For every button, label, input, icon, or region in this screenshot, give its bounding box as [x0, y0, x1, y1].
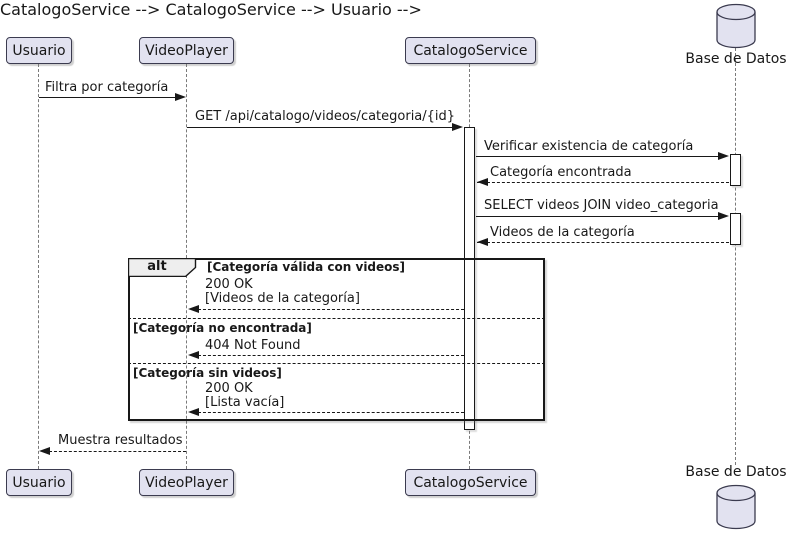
participant-database-label-bottom: Base de Datos	[685, 464, 787, 480]
message-arrow-line	[187, 127, 453, 128]
message-label: Videos de la categoría	[490, 225, 635, 240]
message-label: GET /api/catalogo/videos/categoria/{id}	[195, 109, 456, 124]
arrowhead-right-icon	[175, 93, 186, 101]
message-label: 404 Not Found	[205, 338, 301, 353]
message-label: [Videos de la categoría]	[205, 291, 360, 306]
alt-divider-2	[128, 363, 545, 364]
return-arrow-line	[477, 242, 729, 243]
arrowhead-right-icon	[718, 212, 729, 220]
alt-divider-1	[128, 318, 545, 319]
arrowhead-left-icon	[477, 178, 488, 186]
return-arrow-line	[198, 355, 464, 356]
message-label: Verificar existencia de categoría	[484, 139, 694, 154]
database-icon-bottom	[716, 484, 756, 530]
return-arrow-line	[198, 309, 464, 310]
message-arrow-line	[476, 216, 719, 217]
message-label: [Lista vacía]	[205, 395, 285, 410]
arrowhead-left-icon	[188, 305, 199, 313]
return-arrow-line	[198, 412, 464, 413]
lifeline-base-de-datos	[735, 48, 736, 465]
activation-bar-catalogoservice	[464, 127, 475, 430]
message-arrow-line	[39, 97, 176, 98]
participant-catalogoservice-top: CatalogoService	[405, 37, 536, 64]
arrowhead-left-icon	[188, 351, 199, 359]
activation-bar-database-2	[730, 213, 741, 245]
alt-operator-label: alt	[147, 259, 167, 274]
lifeline-usuario	[38, 64, 39, 469]
message-label: Categoría encontrada	[490, 165, 632, 180]
message-label: SELECT videos JOIN video_categoria	[484, 198, 719, 213]
alt-guard-1: [Categoría válida con videos]	[207, 260, 406, 274]
participant-catalogoservice-bottom: CatalogoService	[405, 469, 536, 496]
alt-fragment-frame	[128, 258, 545, 421]
participant-usuario-top: Usuario	[6, 37, 72, 64]
arrowhead-right-icon	[718, 152, 729, 160]
return-arrow-line	[477, 182, 729, 183]
arrowhead-left-icon	[39, 447, 50, 455]
message-arrow-line	[476, 156, 719, 157]
return-arrow-line	[49, 451, 186, 452]
message-label: Muestra resultados	[58, 433, 183, 448]
arrowhead-right-icon	[452, 123, 463, 131]
alt-guard-3: [Categoría sin videos]	[133, 366, 282, 380]
arrowhead-left-icon	[188, 408, 199, 416]
arrowhead-left-icon	[477, 238, 488, 246]
alt-pentagon-icon	[128, 258, 197, 277]
activation-bar-database-1	[730, 154, 741, 186]
participant-videoplayer-top: VideoPlayer	[139, 37, 234, 64]
message-label: 200 OK	[205, 277, 253, 292]
participant-usuario-bottom: Usuario	[6, 469, 72, 496]
message-label: Filtra por categoría	[45, 80, 169, 95]
alt-guard-2: [Categoría no encontrada]	[133, 321, 312, 335]
participant-database-label-top: Base de Datos	[685, 51, 787, 67]
alt-operator-tag: alt	[128, 258, 198, 277]
participant-videoplayer-bottom: VideoPlayer	[139, 469, 234, 496]
message-label: 200 OK	[205, 381, 253, 396]
database-icon-top	[716, 3, 756, 49]
